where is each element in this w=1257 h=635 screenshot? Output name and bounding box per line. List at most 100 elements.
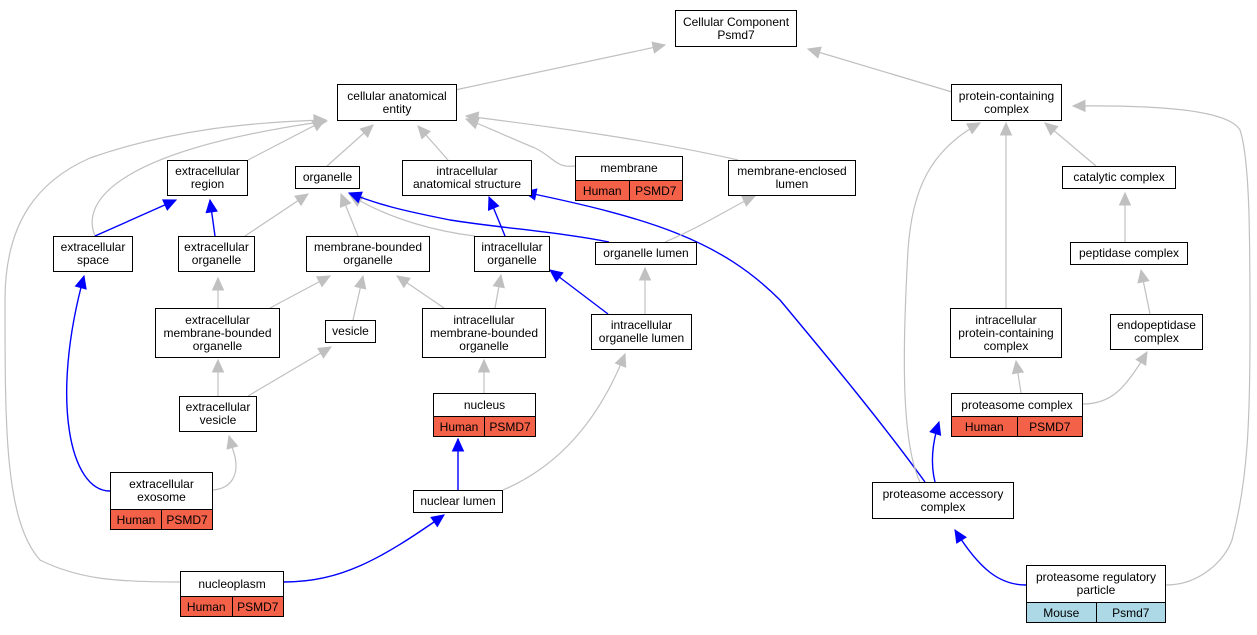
node-exreg[interactable]: extracellular region <box>167 160 248 196</box>
arrowhead <box>317 346 333 359</box>
edge-nucleoplasm-to-nuclumen <box>283 514 445 583</box>
node-label: peptidase complex <box>1078 246 1180 260</box>
arrowhead <box>359 124 374 139</box>
node-exorg[interactable]: extracellular organelle <box>178 236 255 272</box>
node-mbo[interactable]: membrane-bounded organelle <box>306 236 430 272</box>
node-label: cellular anatomical entity <box>347 88 447 116</box>
node-label: nucleus <box>463 397 506 412</box>
arrowhead <box>929 420 942 436</box>
arrowhead <box>741 195 757 207</box>
annotation-row: Human PSMD7 <box>181 596 283 616</box>
arrowhead <box>430 514 445 528</box>
edge-organelle-to-cae <box>326 124 374 167</box>
edge-orglumen-to-organelle <box>347 191 610 243</box>
edge-mbo-to-organelle <box>339 192 359 237</box>
arrowhead <box>226 434 239 450</box>
edge-proteasome-to-endopep <box>1082 350 1148 405</box>
edge-catcomp-to-pcc <box>1044 122 1097 167</box>
arrowhead <box>487 195 500 211</box>
edge-orglumen-to-mel <box>664 195 757 243</box>
node-intorglumen[interactable]: intracellular organelle lumen <box>591 314 692 350</box>
edge-intorg-to-organelle <box>348 194 476 237</box>
edge-pcc-to-root <box>806 46 953 93</box>
node-root[interactable]: Cellular Component Psmd7 <box>675 10 797 47</box>
species-cell: Human <box>186 599 226 614</box>
node-label: extracellular space <box>60 240 126 267</box>
arrowhead <box>638 266 652 281</box>
arrowhead <box>1135 350 1148 366</box>
node-organelle[interactable]: organelle <box>295 166 360 189</box>
node-label: proteasome accessory complex <box>882 486 1004 514</box>
node-label: intracellular organelle <box>481 240 543 267</box>
arrowhead <box>347 191 363 204</box>
node-ias[interactable]: intracellular anatomical structure <box>402 160 532 196</box>
node-nuclumen[interactable]: nuclear lumen <box>413 490 503 513</box>
node-mel[interactable]: membrane-enclosed lumen <box>728 160 856 196</box>
arrowhead <box>162 199 178 211</box>
edge-exves-to-vesicle <box>247 346 333 397</box>
node-exspace[interactable]: extracellular space <box>53 236 133 272</box>
species-cell: Human <box>582 183 622 198</box>
arrowhead <box>954 528 967 544</box>
edge-exorg-to-organelle <box>244 193 309 237</box>
arrowhead <box>313 114 328 127</box>
edge-pac-to-proteasome <box>929 420 942 483</box>
node-ipcc[interactable]: intracellular protein-containing complex <box>950 308 1062 358</box>
edge-exmbo-to-exorg <box>211 276 225 308</box>
arrowhead <box>417 125 431 140</box>
arrowhead <box>205 198 218 214</box>
edge-exves-to-exmbo <box>211 358 225 396</box>
arrowhead <box>396 275 411 289</box>
edge-exorg-to-exreg <box>205 198 218 237</box>
edge-cae-to-root <box>454 41 667 91</box>
node-label: intracellular organelle lumen <box>598 318 685 345</box>
node-label: extracellular organelle <box>184 240 249 267</box>
arrowhead <box>492 273 505 289</box>
edge-nuclumen-to-intorglumen <box>502 352 627 491</box>
node-catcomp[interactable]: catalytic complex <box>1062 166 1176 189</box>
node-pac[interactable]: proteasome accessory complex <box>872 482 1014 519</box>
arrowhead <box>1044 122 1059 136</box>
edge-intorglumen-to-orglumen <box>638 266 652 314</box>
node-intmbo[interactable]: intracellular membrane-bounded organelle <box>422 308 546 358</box>
node-endopep[interactable]: endopeptidase complex <box>1110 314 1203 350</box>
node-label: nuclear lumen <box>420 494 496 508</box>
arrowhead <box>614 352 627 368</box>
node-pepcomp[interactable]: peptidase complex <box>1070 242 1188 265</box>
gene-cell: PSMD7 <box>484 417 535 436</box>
edge-vesicle-to-mbo <box>352 274 367 321</box>
gene-cell: PSMD7 <box>231 597 284 616</box>
edge-intmbo-to-intorg <box>492 273 505 309</box>
edge-pac-to-pcc <box>903 122 982 483</box>
node-label: intracellular protein-containing complex <box>958 312 1054 353</box>
node-vesicle[interactable]: vesicle <box>325 320 376 343</box>
arrowhead <box>339 192 352 208</box>
node-cae[interactable]: cellular anatomical entity <box>337 84 457 121</box>
node-label: extracellular region <box>175 164 240 191</box>
node-label: endopeptidase complex <box>1117 318 1196 345</box>
node-label: proteasome complex <box>961 397 1073 412</box>
edge-prp-to-pac <box>954 528 1027 586</box>
node-label: membrane-enclosed lumen <box>737 164 847 191</box>
arrowhead <box>464 111 480 124</box>
arrowhead <box>1137 268 1150 284</box>
gene-cell: PSMD7 <box>161 510 212 529</box>
arrowhead <box>451 437 465 452</box>
edge-exspace-to-exreg <box>94 199 178 237</box>
edge-exreg-to-cae <box>247 119 327 161</box>
node-exmbo[interactable]: extracellular membrane-bounded organelle <box>155 308 280 358</box>
node-intorg[interactable]: intracellular organelle <box>474 236 550 272</box>
node-pcc[interactable]: protein-containing complex <box>951 84 1062 121</box>
node-orglumen[interactable]: organelle lumen <box>595 242 697 265</box>
arrowhead <box>211 358 225 373</box>
node-exves[interactable]: extracellular vesicle <box>179 396 257 432</box>
